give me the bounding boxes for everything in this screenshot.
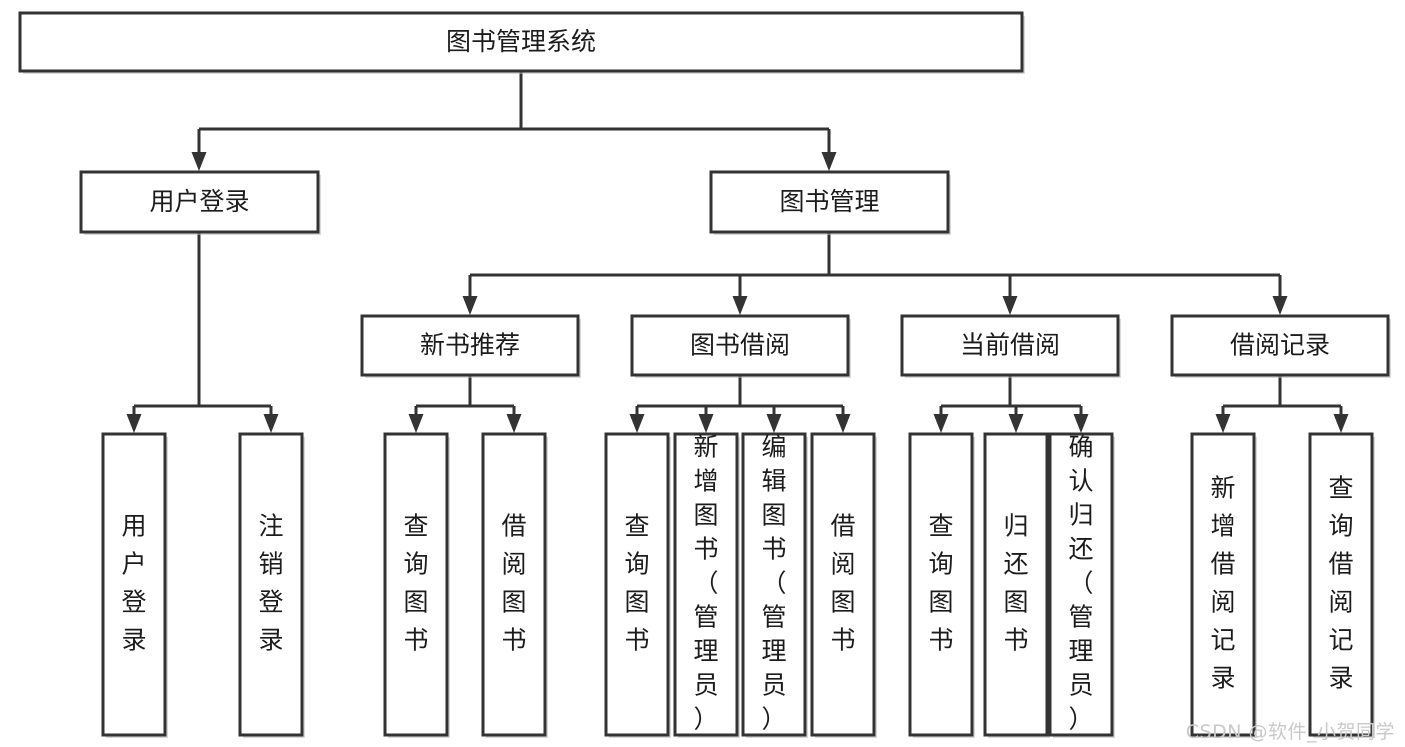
connector-group-current-borrow: [933, 375, 1089, 433]
node-label: 图书管理: [779, 187, 879, 216]
node-rect[interactable]: [1308, 432, 1374, 737]
node-label: 查询图书: [403, 512, 428, 655]
node-label: 新增借阅记录: [1210, 474, 1235, 693]
node-label: 借阅记录: [1230, 331, 1330, 360]
node-rect[interactable]: [709, 170, 950, 234]
node-rect[interactable]: [630, 314, 850, 377]
node-leaf-edit-book[interactable]: 编辑图书（管理员）: [741, 432, 808, 739]
node-rect[interactable]: [908, 432, 974, 737]
node-rect[interactable]: [1048, 432, 1114, 737]
connector-group-book-manage: [462, 232, 1288, 315]
node-leaf-logout[interactable]: 注销登录: [238, 432, 305, 738]
node-label: 查询图书: [928, 512, 953, 655]
node-rect[interactable]: [810, 432, 876, 737]
node-label: 查询借阅记录: [1328, 474, 1353, 693]
node-leaf-confirm-return[interactable]: 确认归还（管理员）: [1048, 432, 1115, 739]
node-leaf-user-login[interactable]: 用户登录: [101, 432, 168, 738]
connector-group-root: [191, 71, 837, 171]
node-rect[interactable]: [238, 432, 304, 737]
node-label: 查询图书: [624, 512, 649, 655]
node-label: 注销登录: [258, 512, 283, 655]
node-label: 编辑图书（管理员）: [761, 433, 786, 734]
node-leaf-add-book[interactable]: 新增图书（管理员）: [673, 432, 740, 739]
node-rect[interactable]: [360, 314, 580, 377]
node-rect[interactable]: [481, 432, 547, 737]
node-rect[interactable]: [900, 314, 1120, 377]
node-borrow-record[interactable]: 借阅记录: [1170, 314, 1391, 378]
nodes-layer: 图书管理系统用户登录图书管理新书推荐图书借阅当前借阅借阅记录用户登录注销登录查询…: [18, 11, 1391, 739]
node-label: 用户登录: [149, 187, 249, 216]
node-label: 归还图书: [1003, 512, 1028, 655]
node-book-manage[interactable]: 图书管理: [709, 170, 951, 235]
node-rect[interactable]: [1190, 432, 1256, 737]
node-label: 图书借阅: [690, 331, 790, 360]
node-new-book-rec[interactable]: 新书推荐: [360, 314, 581, 378]
node-label: 新书推荐: [420, 331, 520, 360]
node-rect[interactable]: [983, 432, 1049, 737]
node-label: 借阅图书: [830, 512, 855, 655]
node-rect[interactable]: [1170, 314, 1390, 377]
node-label: 当前借阅: [960, 331, 1060, 360]
node-rect[interactable]: [604, 432, 670, 737]
node-label: 用户登录: [121, 512, 146, 655]
node-leaf-add-record[interactable]: 新增借阅记录: [1190, 432, 1257, 738]
node-leaf-return-book[interactable]: 归还图书: [983, 432, 1050, 738]
node-label: 新增图书（管理员）: [693, 433, 718, 734]
node-rect[interactable]: [79, 170, 320, 234]
node-leaf-query-record[interactable]: 查询借阅记录: [1308, 432, 1375, 738]
node-leaf-query-book-rec[interactable]: 查询图书: [383, 432, 450, 738]
connector-group-user-login: [126, 232, 279, 433]
node-rect[interactable]: [18, 11, 1024, 73]
node-rect[interactable]: [383, 432, 449, 737]
watermark-text: CSDN @软件_小贺同学: [1185, 721, 1395, 743]
connector-group-borrow-record: [1215, 375, 1349, 433]
node-leaf-query-book-cur[interactable]: 查询图书: [908, 432, 975, 738]
node-rect[interactable]: [673, 432, 739, 737]
node-current-borrow[interactable]: 当前借阅: [900, 314, 1121, 378]
connector-group-new-book-rec: [408, 375, 522, 433]
node-book-borrow[interactable]: 图书借阅: [630, 314, 851, 378]
node-root[interactable]: 图书管理系统: [18, 11, 1025, 74]
node-label: 确认归还（管理员）: [1068, 433, 1093, 734]
node-rect[interactable]: [741, 432, 807, 737]
node-label: 借阅图书: [501, 512, 526, 655]
connectors-layer: [126, 71, 1349, 433]
node-user-login[interactable]: 用户登录: [79, 170, 321, 235]
node-leaf-borrow-book-bor[interactable]: 借阅图书: [810, 432, 877, 738]
node-label: 图书管理系统: [446, 27, 596, 56]
node-leaf-borrow-book-rec[interactable]: 借阅图书: [481, 432, 548, 738]
connector-group-book-borrow: [629, 375, 851, 433]
node-rect[interactable]: [101, 432, 167, 737]
node-leaf-query-book-bor[interactable]: 查询图书: [604, 432, 671, 738]
